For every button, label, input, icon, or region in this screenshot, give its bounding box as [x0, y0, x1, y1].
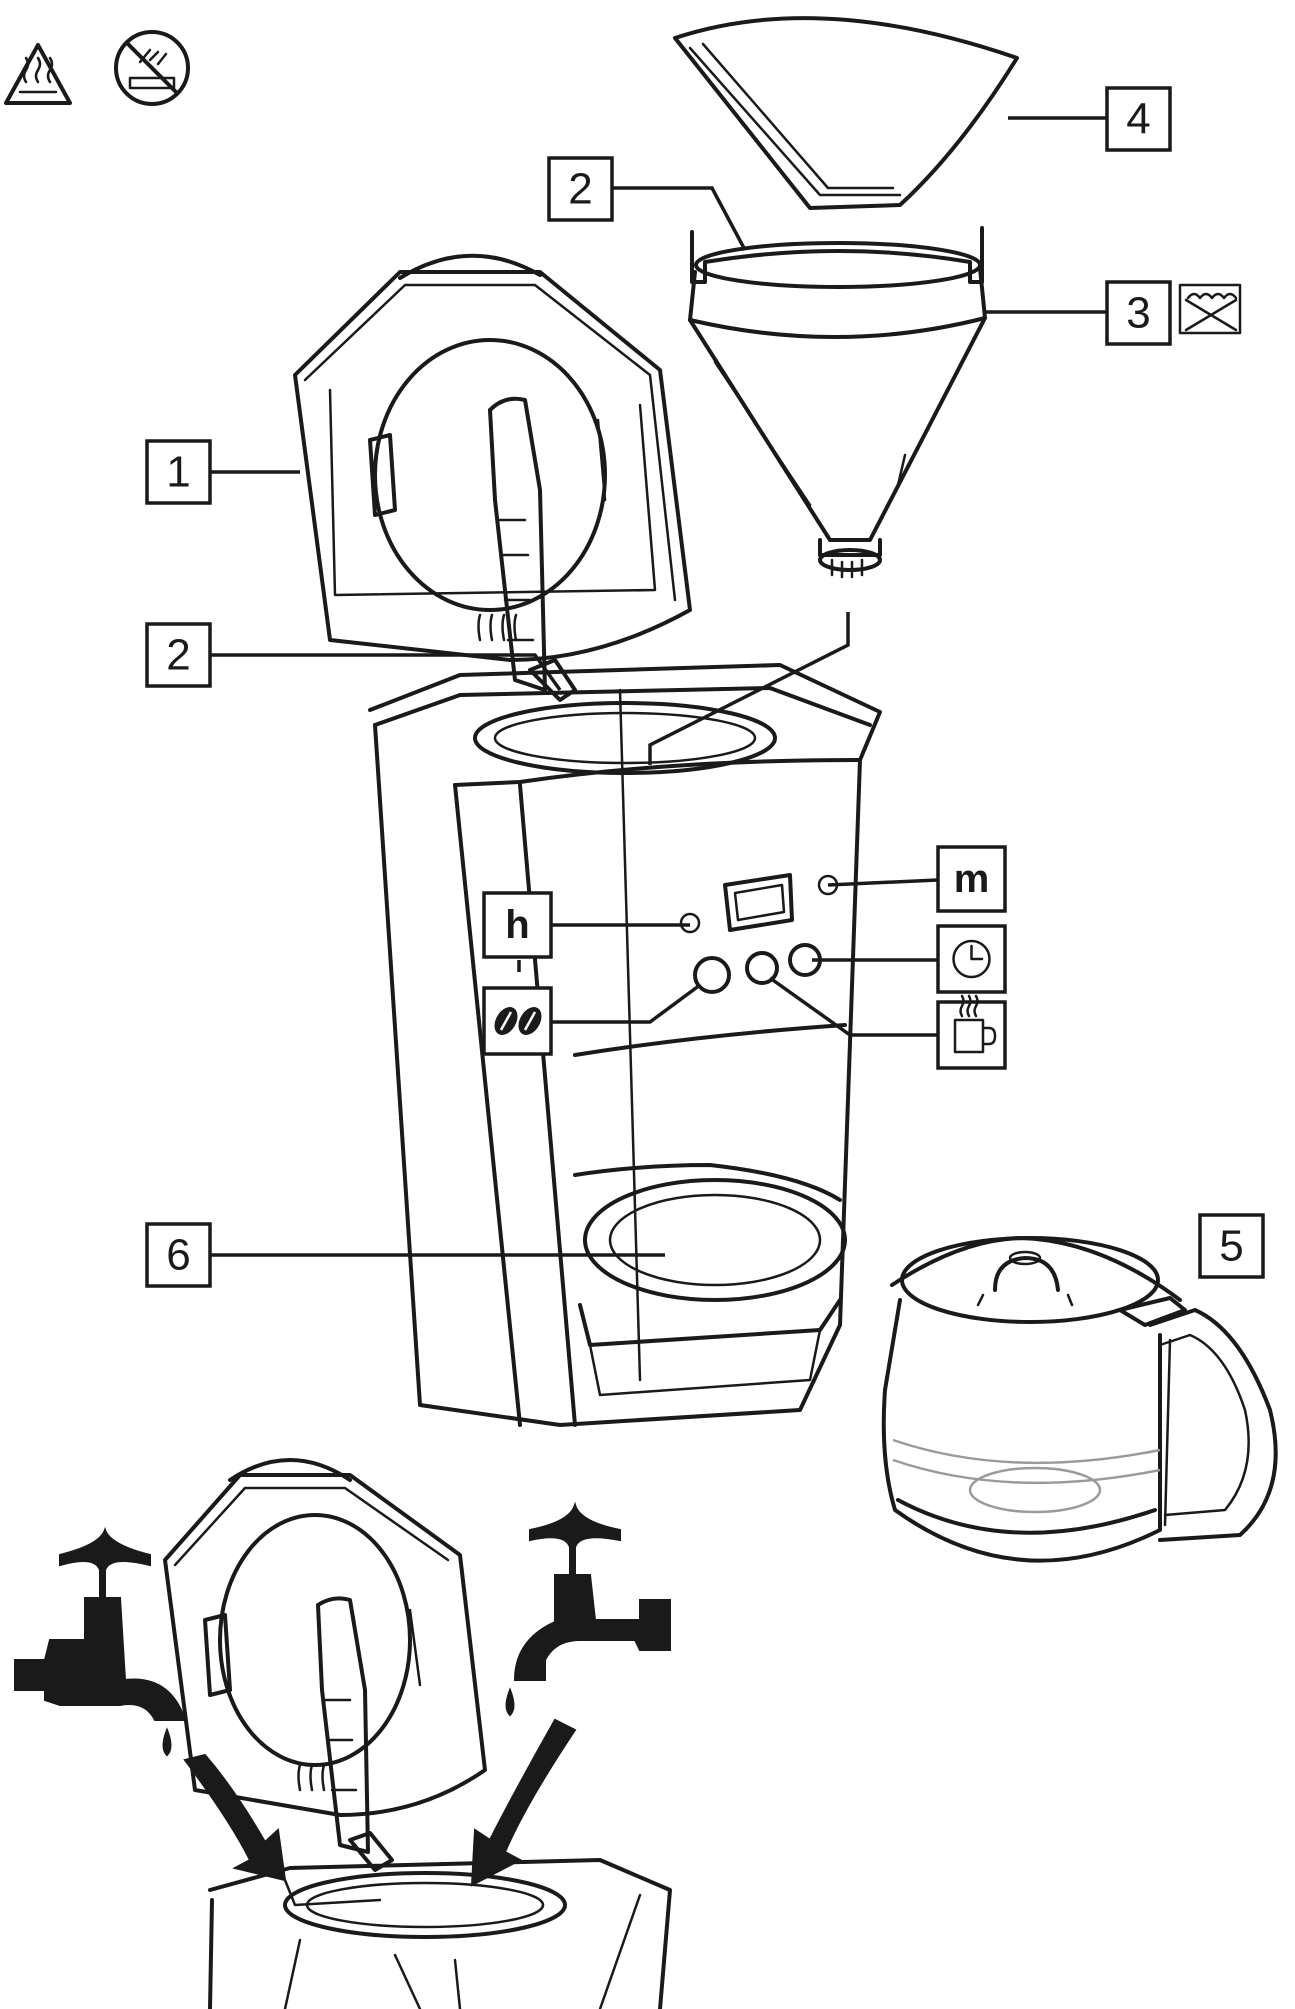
- callout-label: 3: [1126, 289, 1150, 338]
- callout-label: 2: [166, 631, 190, 680]
- hour-led: [679, 912, 701, 934]
- minute-button-callout: m: [936, 845, 1007, 913]
- keep-warm-button: [745, 951, 779, 985]
- no-water-immersion-icon: [114, 30, 190, 106]
- clock-timer-icon: [936, 924, 1007, 994]
- open-lid: [293, 253, 692, 702]
- callout-1: 1: [145, 439, 212, 505]
- callout-2-lid: 2: [145, 622, 212, 688]
- water-tap-icon: [513, 1501, 671, 1681]
- callout-4: 4: [1105, 86, 1172, 152]
- cleaning-illustration: [163, 1458, 672, 2009]
- minute-label: m: [954, 857, 990, 901]
- coffee-maker-body: [368, 663, 882, 1427]
- callout-2-upper: 2: [547, 156, 614, 222]
- callout-3: 3: [1105, 280, 1172, 346]
- curved-arrow-icon: [470, 1718, 577, 1887]
- callout-label: 4: [1126, 95, 1150, 144]
- hot-cup-keep-warm-icon: [936, 994, 1007, 1070]
- leader-lines: [210, 116, 1107, 1257]
- callout-label: 1: [166, 448, 190, 497]
- callout-label: 2: [568, 165, 592, 214]
- control-panel: [679, 873, 839, 994]
- coffee-strength-beans-icon: [482, 986, 553, 1056]
- glass-jug: [881, 1236, 1278, 1563]
- hot-surface-warning-icon: [4, 43, 72, 105]
- water-drop-icon: [162, 1727, 172, 1757]
- strength-button: [693, 956, 731, 994]
- hour-button-callout: h: [482, 891, 553, 959]
- dishwasher-safe-icon: [1178, 283, 1242, 335]
- hour-label: h: [505, 903, 529, 947]
- filter-holder: [688, 226, 987, 579]
- curved-arrow-icon: [183, 1753, 287, 1882]
- paper-filter: [673, 16, 1019, 210]
- callout-label: 5: [1219, 1222, 1243, 1271]
- water-tap-icon: [14, 1526, 187, 1721]
- water-drop-icon: [505, 1687, 515, 1717]
- callout-label: 6: [166, 1231, 190, 1280]
- callout-5: 5: [1198, 1213, 1265, 1279]
- callout-6: 6: [145, 1222, 212, 1288]
